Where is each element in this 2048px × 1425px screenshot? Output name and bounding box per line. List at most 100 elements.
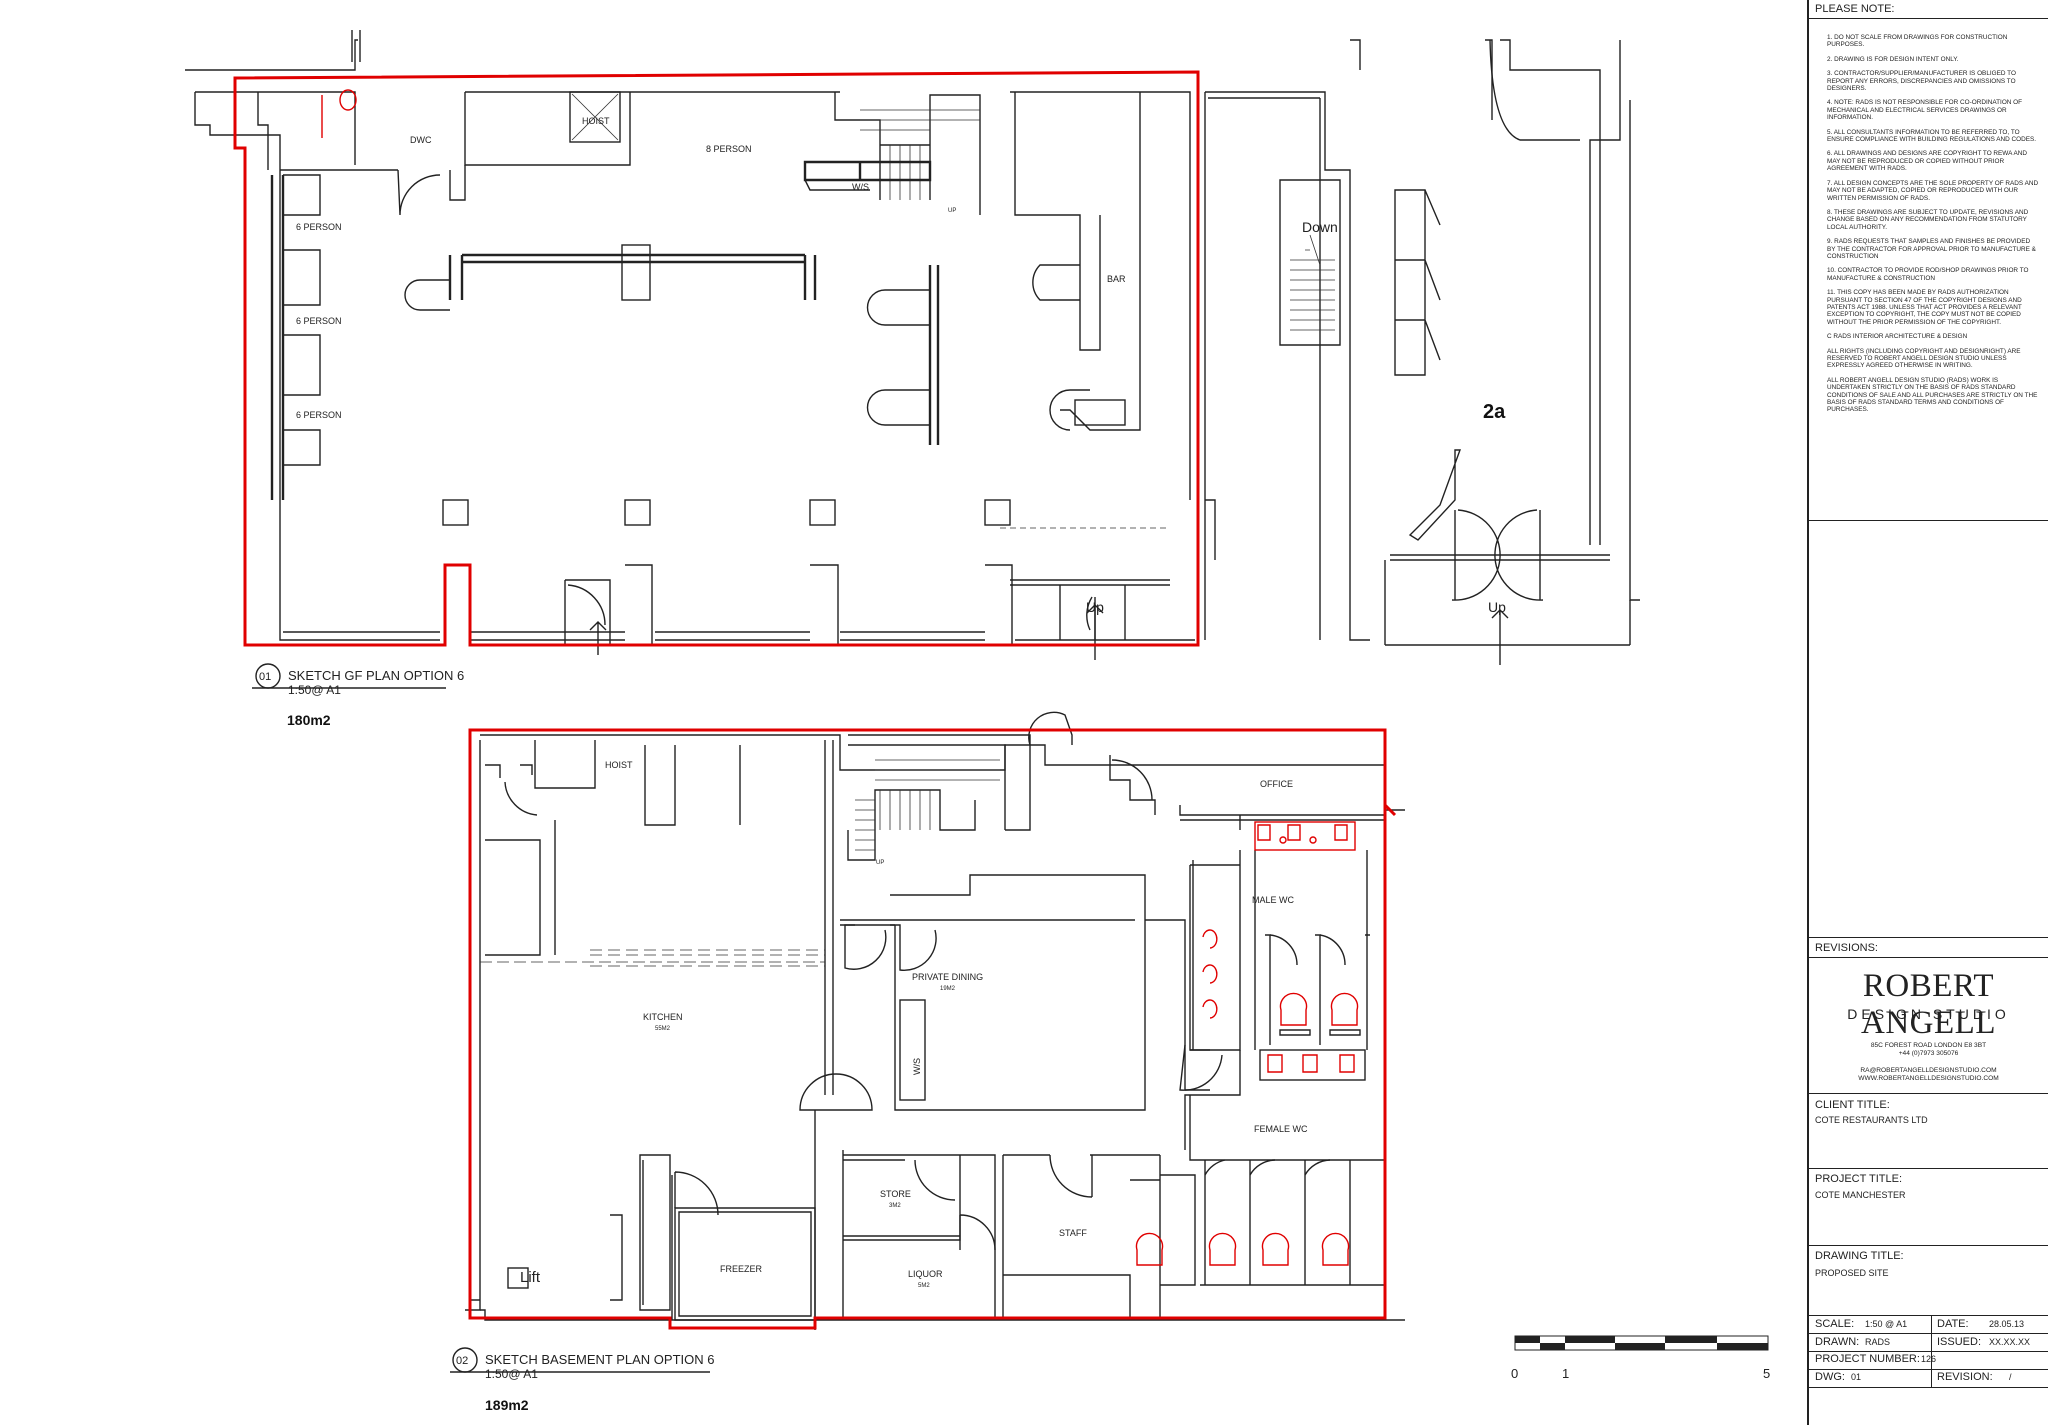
bs-male-cubicles	[1265, 934, 1370, 1045]
bs-red-boundary	[468, 728, 1387, 1330]
bs-female-wcs	[1208, 1232, 1350, 1266]
gf-8person-walls	[464, 91, 840, 166]
note-item: ALL RIGHTS (INCLUDING COPYRIGHT AND DESI…	[1827, 347, 2021, 370]
bs-office-door	[1111, 759, 1153, 801]
bs-staff-walls	[1002, 1154, 1161, 1320]
note-item: 10. CONTRACTOR TO PROVIDE ROD/SHOP DRAWI…	[1827, 267, 2029, 282]
drawn-label: DRAWN:	[1815, 1336, 1860, 1348]
bs-private-dining-corridor-door	[1179, 1044, 1223, 1091]
please-note-heading: PLEASE NOTE:	[1815, 3, 1895, 15]
bs-lift-symbol	[507, 1267, 529, 1289]
bs-male-wcs	[1279, 992, 1359, 1026]
bs-male-wc-tap-2	[1309, 836, 1317, 844]
scale-seg-5	[1665, 1336, 1717, 1343]
gf-bar-counter	[1060, 92, 1141, 431]
bs-label-liquor-area: 5M2	[918, 1283, 930, 1289]
bs-label-female-wc: FEMALE WC	[1254, 1124, 1308, 1134]
revisions-heading: REVISIONS:	[1815, 942, 1878, 954]
unit-2a-facade	[1385, 600, 1631, 646]
bs-ws-counter	[899, 999, 926, 1101]
gf-hoist	[569, 91, 621, 143]
bs-label-lift: Lift	[520, 1269, 541, 1286]
bs-kitchen-swing-door	[799, 1073, 873, 1111]
scale-label-5: 5	[1763, 1366, 1770, 1381]
note-item: C RADS INTERIOR ARCHITECTURE & DESIGN	[1827, 333, 1968, 341]
bs-male-wc-walls	[1189, 850, 1368, 1051]
note-item: 5. ALL CONSULTANTS INFORMATION TO BE REF…	[1827, 128, 2037, 144]
project-number-label: PROJECT NUMBER:	[1815, 1353, 1920, 1365]
gf-dwc-door	[397, 169, 441, 216]
gf-label-bar: BAR	[1107, 274, 1126, 284]
note-item: 8. THESE DRAWINGS ARE SUBJECT TO UPDATE,…	[1827, 208, 2029, 231]
bs-kitchen-nib	[610, 1214, 623, 1301]
drawing-title-value: PROPOSED SITE	[1815, 1268, 1889, 1278]
gf-plan-scale: 1:50@ A1	[288, 683, 341, 697]
gf-divider-wall	[928, 265, 940, 445]
divider	[1809, 1333, 2048, 1334]
note-item: 4. NOTE: RADS IS NOT RESPONSIBLE FOR CO-…	[1827, 99, 2023, 122]
bs-plan-area: 189m2	[485, 1397, 529, 1413]
gf-label-dwc: DWC	[410, 135, 432, 145]
unit-2a-display	[1394, 189, 1441, 376]
gf-red-boundary	[233, 70, 1200, 647]
note-item: 11. THIS COPY HAS BEEN MADE BY RADS AUTH…	[1827, 289, 2022, 326]
gf-central-banquette	[448, 253, 817, 300]
bs-private-dining-walls	[840, 874, 1146, 1111]
bs-plan-scale: 1:50@ A1	[485, 1367, 538, 1381]
gf-column-4	[809, 499, 836, 526]
note-item: 7. ALL DESIGN CONCEPTS ARE THE SOLE PROP…	[1827, 179, 2039, 202]
gf-label-ws: W/S	[852, 182, 869, 192]
drawing-title-label: DRAWING TITLE:	[1815, 1250, 1904, 1262]
bs-label-staff: STAFF	[1059, 1228, 1087, 1238]
bs-label-office: OFFICE	[1260, 779, 1293, 789]
scale-label-1: 1	[1562, 1366, 1569, 1381]
divider	[1809, 957, 2048, 958]
gf-bar-sink	[1074, 399, 1126, 426]
gf-column-5	[984, 499, 1011, 526]
dwg-label: DWG:	[1815, 1371, 1845, 1383]
bs-male-wc-tap-1	[1279, 836, 1287, 844]
bs-label-ws: W/S	[912, 1058, 922, 1075]
divider	[1809, 18, 2048, 19]
ground-floor-plan: DWC HOIST 8 PERSON W/S UP 6 PERSON 6 PER…	[185, 30, 1640, 728]
bs-label-kitchen: KITCHEN	[643, 1012, 683, 1022]
bs-left-wall	[465, 740, 481, 1311]
gf-label-6-person-2: 6 PERSON	[296, 316, 342, 326]
bs-label-private-dining-area: 19M2	[940, 986, 956, 992]
note-item: 9. RADS REQUESTS THAT SAMPLES AND FINISH…	[1827, 238, 2036, 260]
revision-value: /	[2009, 1372, 2012, 1382]
unit-2a-ramp	[1408, 449, 1461, 541]
bs-kitchen-right-wall	[824, 740, 834, 1095]
project-number-value: 126	[1921, 1354, 1937, 1364]
bs-plan-title: SKETCH BASEMENT PLAN OPTION 6	[485, 1352, 714, 1367]
bs-freezer	[671, 1175, 816, 1321]
scale-seg-6	[1717, 1343, 1768, 1350]
bs-label-up-small: UP	[876, 860, 884, 866]
gf-entrance-door	[567, 584, 606, 626]
gf-piers	[625, 564, 1013, 645]
gf-dwc-wc	[321, 89, 357, 138]
scale-value: 1:50 @ A1	[1865, 1319, 1908, 1329]
bs-male-wc-vanity	[1254, 821, 1356, 851]
gf-label-up-1: Up	[1086, 599, 1104, 615]
gf-label-2a: 2a	[1483, 401, 1506, 423]
bs-label-freezer: FREEZER	[720, 1264, 763, 1274]
gf-label-up-small: UP	[948, 208, 956, 214]
bs-label-liquor: LIQUOR	[908, 1269, 943, 1279]
bs-right-returns	[1385, 809, 1405, 1321]
bs-office-walls	[1109, 755, 1386, 1320]
gf-rear-lobby	[1010, 579, 1170, 640]
bs-store-liquor-walls	[814, 1110, 996, 1330]
unit-2a-treads	[1290, 234, 1335, 331]
gf-ws-counter	[803, 160, 932, 182]
note-item: 1. DO NOT SCALE FROM DRAWINGS FOR CONSTR…	[1827, 34, 2008, 49]
notes-list: 1. DO NOT SCALE FROM DRAWINGS FOR CONSTR…	[1827, 34, 2039, 421]
gf-column-3	[624, 499, 651, 526]
bs-kitchen-recess	[485, 820, 556, 956]
note-item: 3. CONTRACTOR/SUPPLIER/MANUFACTURER IS O…	[1827, 70, 2016, 93]
drawn-value: RADS	[1865, 1337, 1891, 1347]
scale-seg-2	[1540, 1343, 1565, 1350]
bs-stair-walls	[847, 734, 1031, 861]
bs-kitchen-canopy	[590, 949, 825, 967]
gf-plan-number: 01	[259, 671, 271, 683]
